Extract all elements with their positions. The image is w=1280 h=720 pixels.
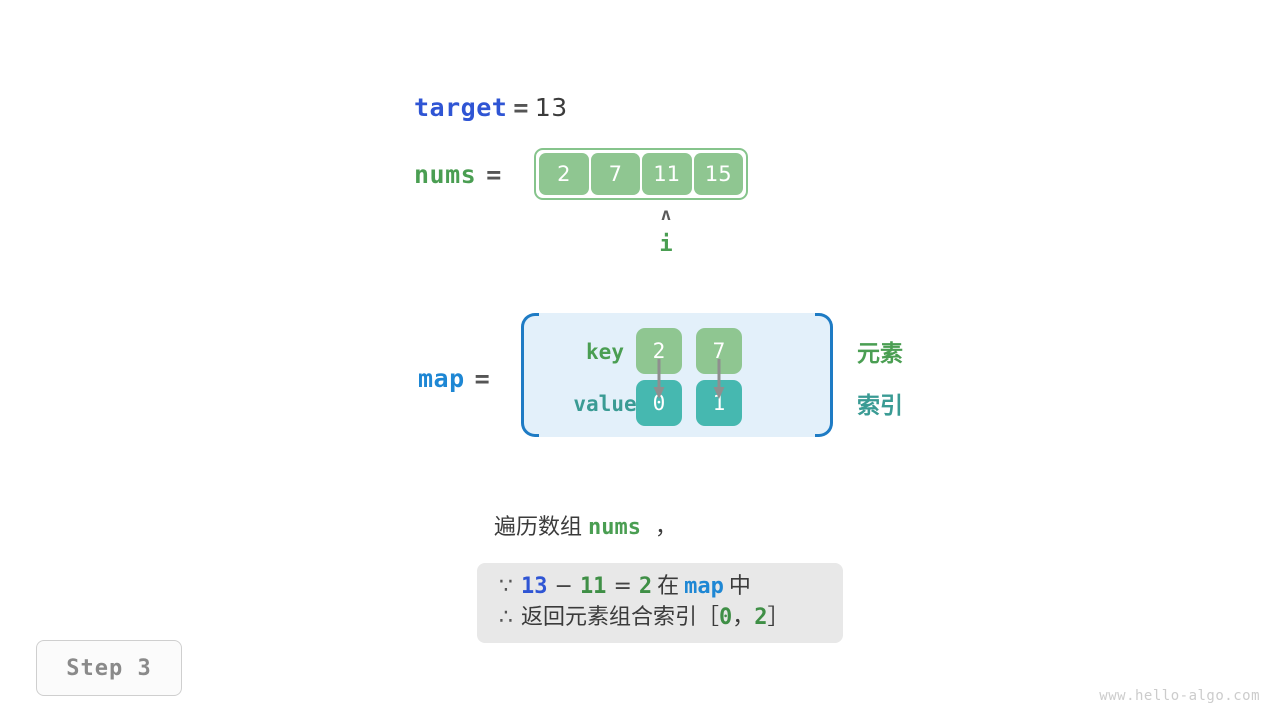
watermark: www.hello-algo.com xyxy=(1099,688,1260,704)
because-symbol: ∵ xyxy=(499,574,513,599)
caption-prefix: 遍历数组 xyxy=(494,515,583,540)
map-label: map = xyxy=(418,363,490,395)
formula-map-word: map xyxy=(684,574,724,599)
formula-equals: = xyxy=(613,574,632,599)
formula-tail-word: 中 xyxy=(728,574,751,599)
map-key-cell-0: 2 xyxy=(636,328,682,374)
nums-equals: = xyxy=(486,160,502,189)
step-badge: Step 3 xyxy=(36,640,182,696)
brace-left-icon xyxy=(521,313,539,437)
nums-cell-1: 7 xyxy=(590,153,640,195)
target-line: target=13 xyxy=(414,92,568,124)
bracket-open: ［ xyxy=(697,605,720,630)
therefore-symbol: ∴ xyxy=(499,605,513,630)
formula-in-word: 在 xyxy=(657,574,680,599)
result-index-1: 2 xyxy=(754,605,768,630)
map-value-cell-0: 0 xyxy=(636,380,682,426)
target-value: 13 xyxy=(534,93,568,122)
formula-line-2: ∴ 返回元素组合索引［0，2］ xyxy=(477,602,843,633)
formula-result: 2 xyxy=(638,574,653,599)
nums-cell-2: 11 xyxy=(642,153,692,195)
formula-minus: − xyxy=(554,574,573,599)
caption-code: nums xyxy=(588,515,641,540)
nums-varname: nums xyxy=(414,160,477,189)
annotation-element: 元素 xyxy=(857,341,903,367)
map-container: key value 2 7 0 1 xyxy=(521,313,833,437)
index-pointer-caret-icon: ʌ xyxy=(660,205,672,225)
nums-label: nums = xyxy=(414,159,502,191)
caption-suffix: ， xyxy=(655,515,678,540)
map-key-cell-1: 7 xyxy=(696,328,742,374)
formula-operand-a: 13 xyxy=(521,574,548,599)
map-varname: map xyxy=(418,364,465,393)
map-value-cell-1: 1 xyxy=(696,380,742,426)
formula-operand-b: 11 xyxy=(579,574,607,599)
target-varname: target xyxy=(414,93,508,122)
map-equals: = xyxy=(474,364,491,393)
map-value-row-label: value xyxy=(573,392,637,416)
result-comma: ， xyxy=(732,605,755,630)
result-index-0: 0 xyxy=(719,605,733,630)
formula-conclusion-text: 返回元素组合索引 xyxy=(521,605,698,630)
index-pointer-label: i xyxy=(659,232,673,257)
map-key-row-label: key xyxy=(586,340,624,364)
nums-cell-3: 15 xyxy=(693,153,743,195)
brace-right-icon xyxy=(815,313,833,437)
bracket-close: ］ xyxy=(767,605,790,630)
annotation-index: 索引 xyxy=(857,393,903,419)
nums-array: 2 7 11 15 xyxy=(534,148,748,200)
target-equals: = xyxy=(513,93,529,122)
nums-cell-0: 2 xyxy=(539,153,589,195)
